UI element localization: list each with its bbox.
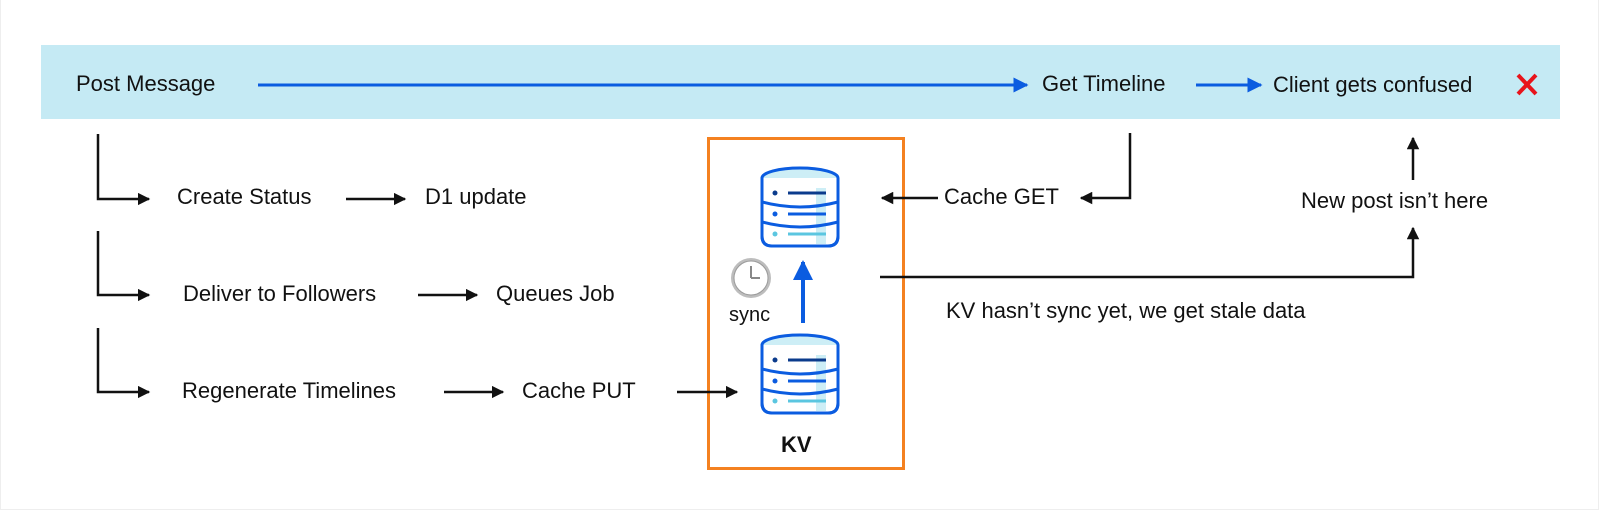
post-message-label: Post Message — [76, 71, 216, 96]
request-flow-band — [41, 45, 1560, 119]
database-icon — [760, 166, 840, 248]
create-status-label: Create Status — [177, 184, 312, 209]
queues-job-label: Queues Job — [496, 281, 615, 306]
timeline-to-cacheget-arrow — [1079, 133, 1132, 205]
get-timeline-label: Get Timeline — [1042, 71, 1166, 96]
deliver-followers-label: Deliver to Followers — [183, 281, 377, 306]
red-x-icon — [1516, 73, 1538, 96]
sync-label: sync — [729, 304, 771, 326]
regenerate-timelines-label: Regenerate Timelines — [182, 378, 397, 403]
kv-label: KV — [781, 432, 812, 457]
kv-container — [707, 137, 905, 470]
stale-data-note: KV hasn’t sync yet, we get stale data — [946, 298, 1306, 323]
client-confused-label: Client gets confused — [1273, 72, 1473, 97]
kv-to-missing-arrow — [880, 226, 1420, 279]
branch-elbow-regenerate — [96, 328, 151, 399]
cache-get-label: Cache GET — [944, 184, 1059, 209]
d1-update-label: D1 update — [425, 184, 527, 209]
clock-icon — [731, 258, 771, 298]
new-post-missing-label: New post isn’t here — [1301, 188, 1489, 213]
branch-elbow-deliver — [96, 231, 151, 302]
branch-elbow-create-status — [96, 134, 151, 206]
cache-put-label: Cache PUT — [522, 378, 636, 403]
database-icon — [760, 333, 840, 415]
